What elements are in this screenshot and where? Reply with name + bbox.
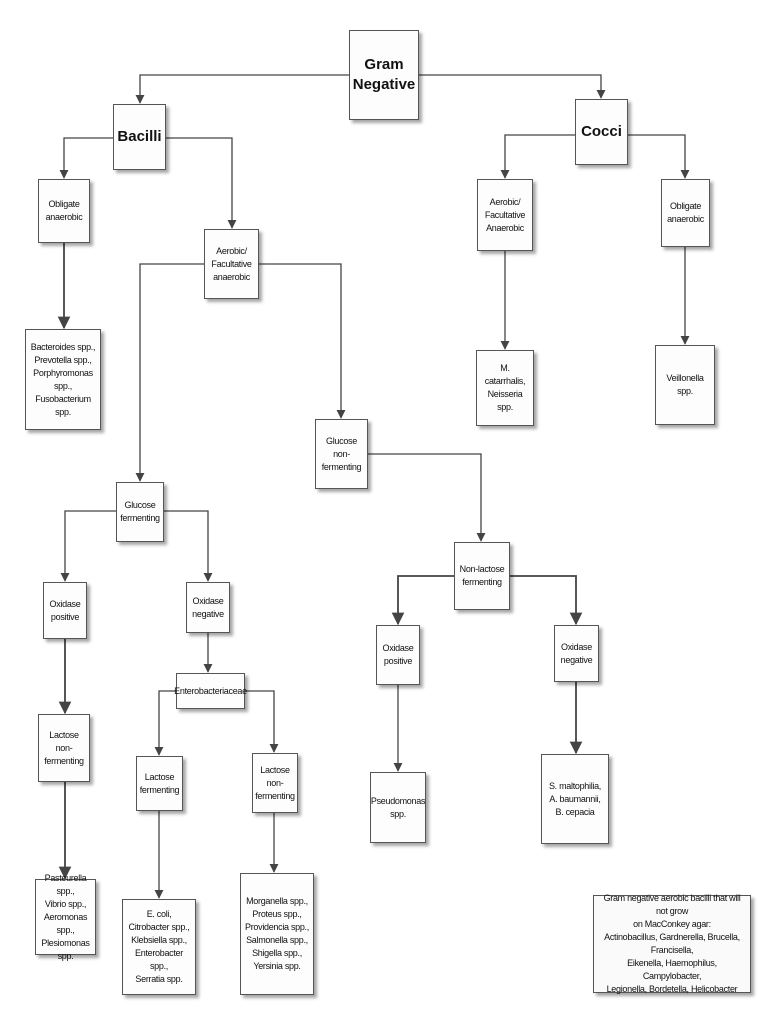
node-gf-oxpos-species: Pasteurella spp., Vibrio spp., Aeromonas…: [35, 873, 96, 961]
node-cocci-obligate-species: Veillonella spp.: [655, 345, 715, 425]
node-gnf-oxidase-negative: Oxidase negative: [554, 625, 599, 682]
node-bacilli-obligate-species: Bacteroides spp., Prevotella spp., Porph…: [25, 329, 101, 430]
node-non-lactose-fermenting: Non-lactose fermenting: [454, 542, 510, 610]
node-entero-lf-species: E. coli, Citrobacter spp., Klebsiella sp…: [122, 899, 196, 995]
node-gnf-oxneg-species: S. maltophilia, A. baumannii, B. cepacia: [541, 754, 609, 844]
connector-bacilli-to-obligate: [59, 137, 113, 179]
node-bacilli-aerobic-facultative: Aerobic/ Facultative anaerobic: [204, 229, 259, 299]
node-glucose-non-fermenting: Glucose non- fermenting: [315, 419, 368, 489]
connector-entero-to-lnf: [245, 690, 279, 753]
node-glucose-fermenting: Glucose fermenting: [116, 482, 164, 542]
connector-bacilli-to-aerobic: [166, 137, 237, 229]
node-cocci-obligate-anaerobic: Obligate anaerobic: [661, 179, 710, 247]
node-bacilli: Bacilli: [113, 104, 166, 170]
connector-cocci-to-aerobic: [500, 134, 575, 179]
node-gram-negative: Gram Negative: [349, 30, 419, 120]
connector-aerobic-to-glucose-fermenting: [135, 263, 204, 482]
connector-gram-to-cocci: [419, 74, 606, 99]
node-entero-lactose-non-fermenting: Lactose non- fermenting: [252, 753, 298, 813]
node-cocci-aerobic-species: M. catarrhalis, Neisseria spp.: [476, 350, 534, 426]
node-gf-oxidase-positive: Oxidase positive: [43, 582, 87, 639]
connector-gnf-to-nonlactose: [368, 453, 486, 542]
node-gnf-oxpos-species: Pseudomonas spp.: [370, 772, 426, 843]
node-entero-lactose-fermenting: Lactose fermenting: [136, 756, 183, 811]
node-cocci-aerobic-facultative: Aerobic/ Facultative Anaerobic: [477, 179, 533, 251]
connector-aerobic-to-glucose-non-fermenting: [259, 263, 346, 419]
connector-gf-to-oxpos: [60, 510, 116, 582]
connector-gf-to-oxneg: [164, 510, 213, 582]
node-entero-lnf-species: Morganella spp., Proteus spp., Providenc…: [240, 873, 314, 995]
node-gf-lactose-non-fermenting: Lactose non- fermenting: [38, 714, 90, 782]
node-bacilli-obligate-anaerobic: Obligate anaerobic: [38, 179, 90, 243]
connector-nonlactose-to-oxneg: [510, 575, 583, 626]
node-gnf-oxidase-positive: Oxidase positive: [376, 625, 420, 685]
note-macconkey-non-growers: Gram negative aerobic bacilli that will …: [593, 893, 751, 994]
node-gf-oxidase-negative: Oxidase negative: [186, 582, 230, 633]
connector-nonlactose-to-oxpos: [391, 575, 454, 626]
connector-cocci-to-obligate: [628, 134, 690, 179]
node-enterobacteriaceae: Enterobacteriaceae: [174, 673, 247, 709]
connector-gram-to-bacilli: [135, 74, 349, 104]
connector-entero-to-lf: [154, 690, 176, 756]
node-cocci: Cocci: [575, 99, 628, 165]
